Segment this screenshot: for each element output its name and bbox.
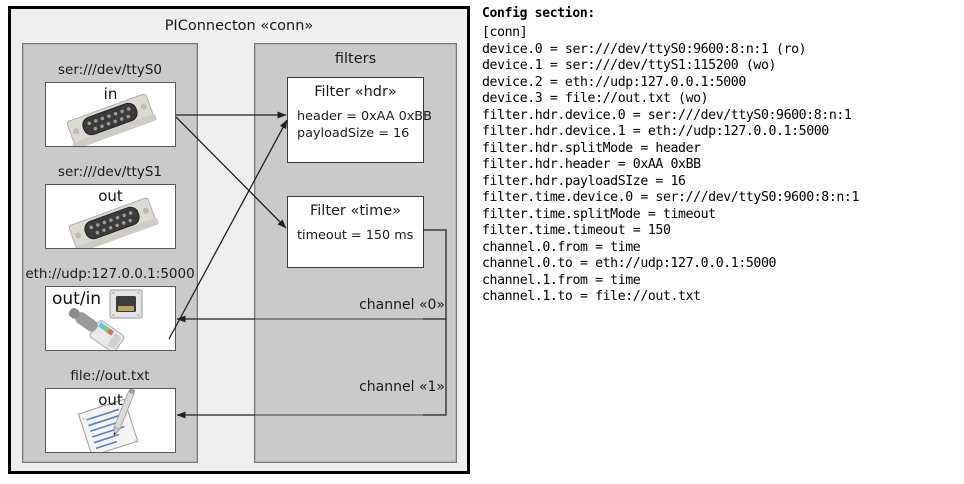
device-caption-eth: eth://udp:127.0.0.1:5000 bbox=[25, 266, 195, 282]
ethernet-plug-icon bbox=[68, 289, 143, 350]
serial-port-icon bbox=[66, 93, 157, 146]
config-heading: Config section: bbox=[482, 6, 595, 21]
devices-panel: ser:///dev/ttyS0 in bbox=[22, 43, 198, 463]
device-box-file[interactable]: out bbox=[45, 388, 176, 453]
filter-time-title: Filter «time» bbox=[309, 203, 402, 219]
serial-port-icon bbox=[68, 197, 159, 248]
config-section: Config section: [conn] device.0 = ser://… bbox=[482, 6, 960, 306]
filter-hdr-attributes: header = 0xAA 0xBB payloadSize = 16 bbox=[297, 109, 432, 141]
text-file-icon bbox=[77, 389, 139, 452]
device-caption-ttys0: ser:///dev/ttyS0 bbox=[58, 62, 162, 78]
device-box-eth[interactable]: out/in bbox=[45, 286, 176, 351]
diagram-title: PIConnecton «conn» bbox=[164, 18, 314, 34]
filters-panel-title: filters bbox=[334, 51, 377, 67]
device-caption-ttys1: ser:///dev/ttyS1 bbox=[58, 164, 162, 180]
filters-panel: filters Filter «hdr» header = 0xAA 0xBB … bbox=[254, 43, 457, 463]
channel-1-label: channel «1» bbox=[359, 379, 445, 395]
device-box-ttys1[interactable]: out bbox=[45, 184, 176, 249]
filter-hdr-title: Filter «hdr» bbox=[314, 84, 397, 100]
device-label-file: out bbox=[98, 391, 123, 409]
channel-1-region: channel «1» bbox=[255, 316, 452, 398]
device-label-eth: out/in bbox=[52, 289, 102, 309]
connection-diagram: PIConnecton «conn» ser:///dev/ttyS0 in bbox=[8, 6, 470, 474]
filter-box-hdr[interactable]: Filter «hdr» header = 0xAA 0xBB payloadS… bbox=[287, 77, 432, 163]
device-box-ttys0[interactable]: in bbox=[45, 82, 176, 147]
device-label-ttys0: in bbox=[103, 85, 118, 103]
device-caption-file: file://out.txt bbox=[70, 368, 150, 384]
device-label-ttys1: out bbox=[98, 187, 123, 205]
channel-0-label: channel «0» bbox=[359, 297, 445, 313]
config-text: [conn] device.0 = ser:///dev/ttyS0:9600:… bbox=[482, 25, 859, 304]
channel-0-region: channel «0» bbox=[255, 44, 452, 316]
